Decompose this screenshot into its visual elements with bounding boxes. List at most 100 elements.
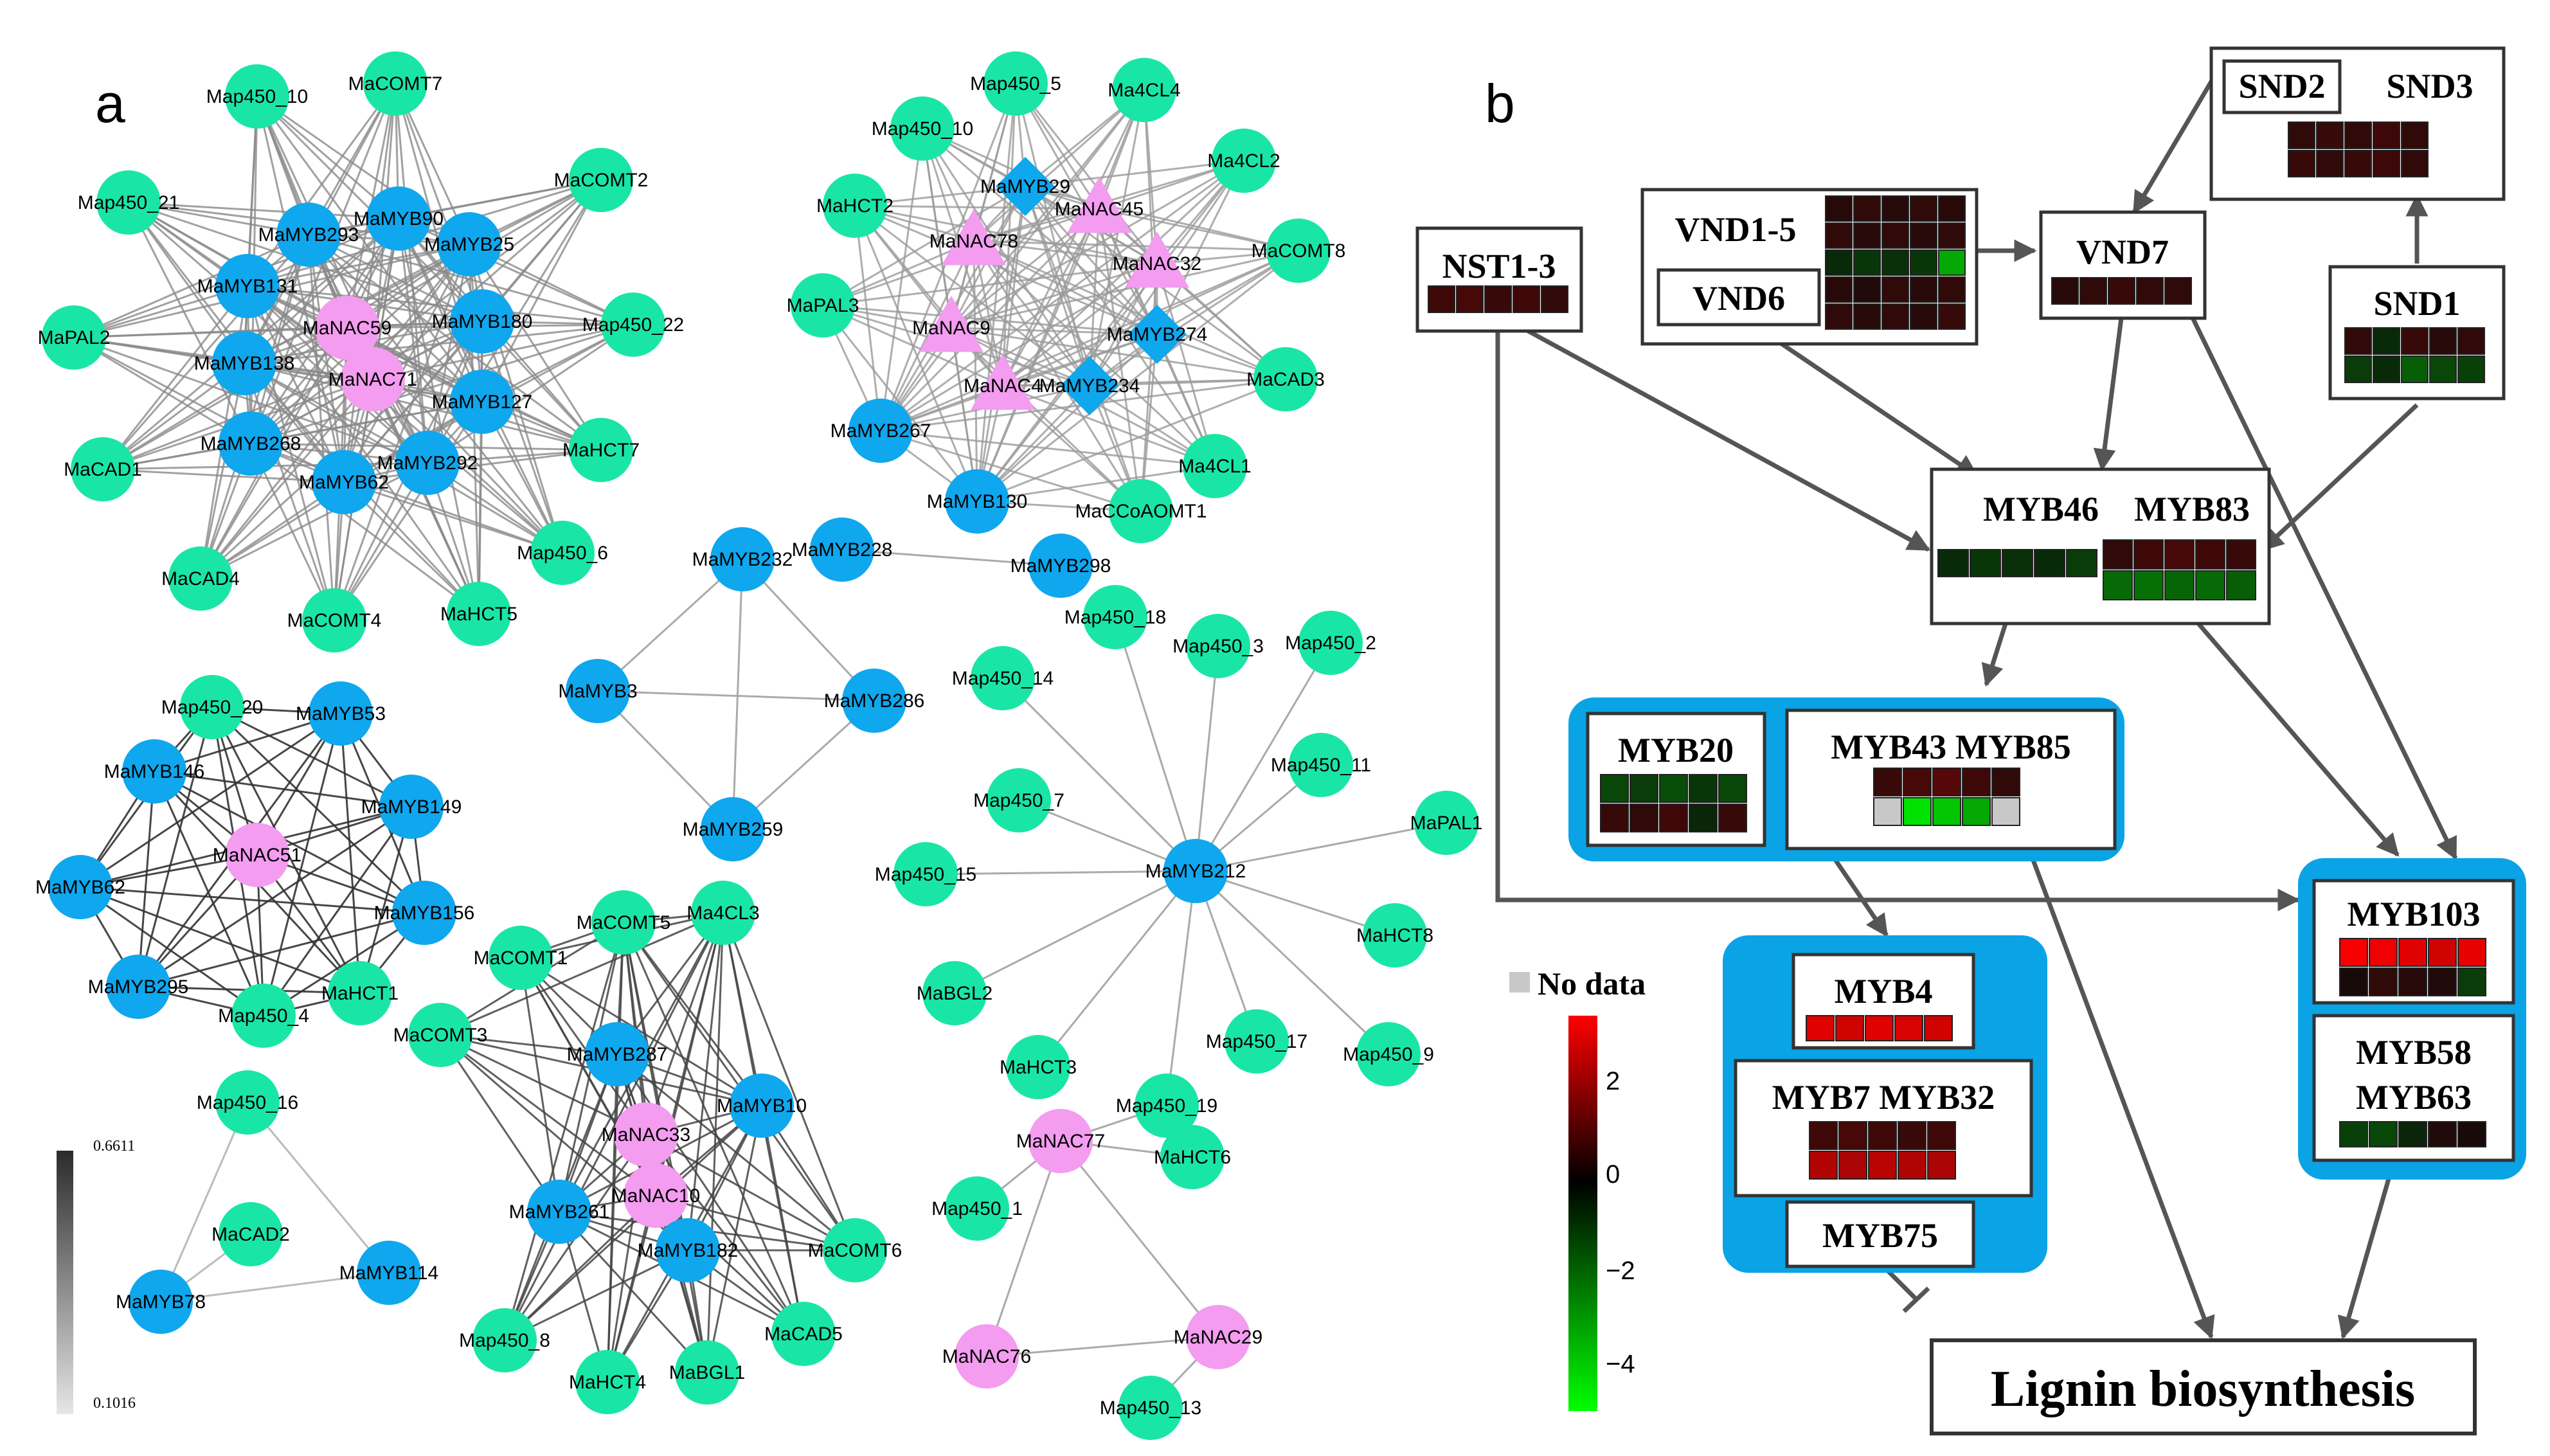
network-edge <box>102 285 249 470</box>
network-node: MaMYB234 <box>1039 356 1140 415</box>
heatmap-cell <box>1938 195 1966 222</box>
network-edge <box>841 548 1061 567</box>
node-label: MaNAC10 <box>611 1185 700 1207</box>
node-label: MaCAD1 <box>64 459 142 480</box>
network-node: Ma4CL1 <box>1178 434 1252 498</box>
heatmap-cell <box>1991 797 2020 826</box>
network-node: Map450_11 <box>1271 733 1371 797</box>
heatmap-cell <box>1868 1151 1897 1180</box>
network-edge <box>951 262 1158 329</box>
network-nodes: Map450_10MaCOMT7Map450_21MaCOMT2MaPAL2Ma… <box>35 51 1482 1440</box>
node-label: MaMYB182 <box>638 1240 739 1261</box>
network-edge <box>154 770 412 808</box>
node-label: MaHCT8 <box>1356 925 1433 946</box>
network-edge <box>1098 208 1142 512</box>
myb-node-shape <box>585 1022 649 1086</box>
network-node: Map450_22 <box>582 292 684 357</box>
node-label: MaMYB114 <box>339 1263 439 1284</box>
node-label: Map450_20 <box>161 697 263 718</box>
heatmap-cell <box>2133 539 2164 570</box>
node-label: Map450_21 <box>78 192 179 213</box>
node-label: MaMYB90 <box>354 208 444 229</box>
node-label: MaMYB286 <box>824 690 925 712</box>
network-node: Map450_1 <box>931 1176 1023 1241</box>
network-edge <box>822 304 1003 387</box>
heatmap-cell <box>2373 327 2400 355</box>
nac-node-shape <box>1028 1109 1093 1173</box>
gene-node-shape <box>42 305 106 370</box>
network-edge <box>249 443 336 621</box>
myb63-label: MYB63 <box>2356 1078 2472 1117</box>
gene-node-shape <box>1109 479 1173 543</box>
heatmap-cell <box>1910 276 1937 303</box>
gene-node-shape <box>363 51 427 116</box>
network-edge <box>973 240 1286 381</box>
heatmap-cell <box>1898 1151 1926 1180</box>
node-label: MaBGL2 <box>917 983 992 1004</box>
network-edge <box>732 559 744 830</box>
node-label: Map450_4 <box>218 1005 309 1027</box>
network-edge <box>1014 83 1158 264</box>
network-edge <box>880 262 1158 432</box>
heatmap-cell <box>1962 797 1991 826</box>
myb46-myb83-box: MYB46 MYB83 <box>1930 467 2271 625</box>
network-node: MaMYB114 <box>339 1241 439 1305</box>
network-node: Map450_15 <box>875 842 976 906</box>
heatmap-cell <box>2288 150 2315 177</box>
node-label: MaCOMT6 <box>808 1240 902 1261</box>
nac-node-shape <box>1067 177 1131 233</box>
lignin-box: Lignin biosynthesis <box>1930 1338 2477 1435</box>
gene-node-shape <box>983 51 1048 116</box>
heatmap-cell <box>1428 285 1455 313</box>
node-label: MaCOMT5 <box>577 912 671 933</box>
network-node: MaPAL3 <box>787 273 859 337</box>
node-label: MaMYB259 <box>683 819 784 840</box>
heatmap-cell <box>1513 285 1540 313</box>
node-label: MaMYB62 <box>35 877 125 898</box>
heatmap-cell <box>2429 327 2457 355</box>
myb83-heatmap <box>2103 539 2256 600</box>
network-edge <box>426 244 471 463</box>
network-node: MaMYB228 <box>792 517 892 582</box>
gene-node-shape <box>530 521 595 585</box>
node-label: MaMYB29 <box>980 176 1070 197</box>
network-edge <box>343 244 471 483</box>
network-edge <box>1001 186 1027 386</box>
node-label: MaNAC45 <box>1055 199 1144 220</box>
network-node: MaNAC76 <box>942 1324 1031 1389</box>
network-edge <box>398 217 634 326</box>
network-node: MaCOMT5 <box>577 890 671 955</box>
node-label: MaCOMT8 <box>1252 240 1346 262</box>
network-edge <box>622 922 805 1335</box>
gene-node-shape <box>945 1176 1009 1241</box>
myb-node-shape <box>1127 305 1187 364</box>
network-node: MaHCT1 <box>321 961 399 1025</box>
network-edge <box>822 305 978 502</box>
network-edge <box>372 378 564 554</box>
network-edge <box>1195 822 1447 872</box>
heatmap-cell <box>1881 249 1909 276</box>
network-node: MaMYB259 <box>683 797 784 861</box>
node-label: Map450_18 <box>1064 607 1166 628</box>
gene-node-shape <box>71 437 135 501</box>
network-edge <box>102 468 345 483</box>
myb-node-shape <box>945 469 1009 534</box>
vnd7-box: VND7 <box>2039 210 2207 320</box>
network-edge <box>308 233 483 323</box>
node-label: MaHCT1 <box>321 983 399 1004</box>
node-label: MaMYB268 <box>201 433 301 454</box>
heatmap-cell <box>1689 774 1718 803</box>
heatmap-cell <box>1865 1015 1894 1041</box>
node-label: Map450_5 <box>970 73 1061 94</box>
nac-node-shape <box>1186 1305 1250 1369</box>
network-edge <box>250 400 483 445</box>
network-edge <box>137 706 213 987</box>
gene-node-shape <box>1253 347 1318 411</box>
heatmap-cell <box>2164 570 2195 600</box>
network-edge <box>160 1272 390 1303</box>
network-edge <box>645 1134 805 1335</box>
network-edge <box>520 957 762 1107</box>
network-node: MaCAD4 <box>161 546 240 611</box>
heatmap-cell <box>1938 222 1966 249</box>
myb20-box: MYB20 <box>1586 712 1766 847</box>
